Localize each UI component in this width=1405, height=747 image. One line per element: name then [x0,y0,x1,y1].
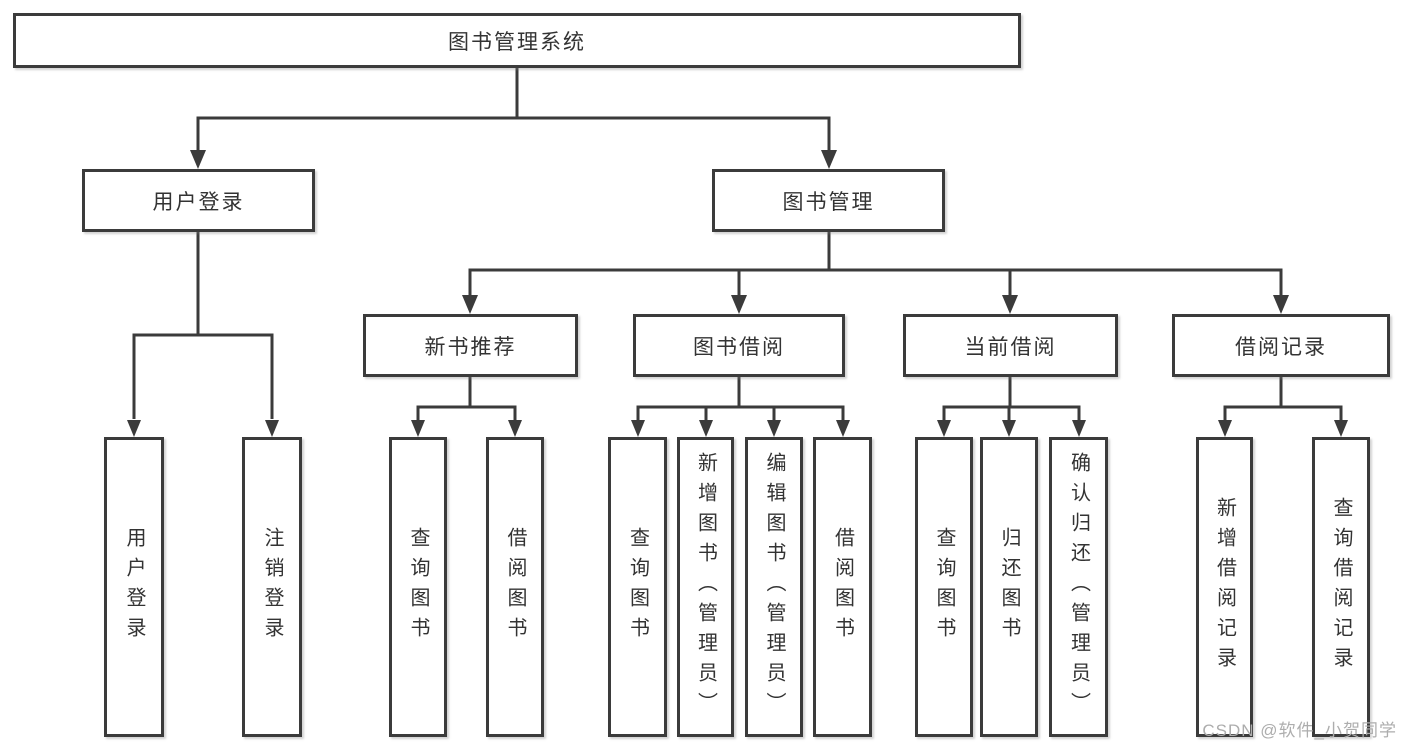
leaf-query-borrow-record: 查询借阅记录 [1312,437,1370,737]
leaf-borrow-books-recommend: 借阅图书 [486,437,544,737]
csdn-watermark: CSDN @软件_小贺同学 [1202,721,1397,740]
node-borrowing-records-label: 借阅记录 [1235,335,1327,359]
node-book-management-label: 图书管理 [782,190,875,214]
node-user-login-label: 用户登录 [152,190,245,214]
leaf-add-borrow-record-label: 新增借阅记录 [1213,497,1236,677]
leaf-borrow-books: 借阅图书 [813,437,872,737]
leaf-query-books-borrowing: 查询图书 [608,437,667,737]
leaf-add-borrow-record: 新增借阅记录 [1196,437,1253,737]
node-new-book-recommend: 新书推荐 [363,314,578,377]
leaf-query-books-current: 查询图书 [915,437,973,737]
node-library-system-label: 图书管理系统 [448,30,586,54]
leaf-return-books-label: 归还图书 [998,527,1020,647]
leaf-borrow-books-recommend-label: 借阅图书 [504,527,526,647]
leaf-add-books-admin-label: 新增图书（管理员） [694,452,717,722]
leaf-confirm-return-admin: 确认归还（管理员） [1049,437,1108,737]
node-user-login: 用户登录 [82,169,315,232]
leaf-add-books-admin: 新增图书（管理员） [677,437,734,737]
leaf-return-books: 归还图书 [980,437,1038,737]
leaf-edit-books-admin: 编辑图书（管理员） [745,437,803,737]
node-new-book-recommend-label: 新书推荐 [424,335,517,359]
leaf-query-borrow-record-label: 查询借阅记录 [1330,497,1352,677]
leaf-borrow-books-label: 借阅图书 [831,527,854,647]
node-current-borrowing: 当前借阅 [903,314,1118,377]
node-book-management: 图书管理 [712,169,945,232]
leaf-logout-label: 注销登录 [261,527,283,647]
node-book-borrowing: 图书借阅 [633,314,845,377]
leaf-query-books-borrowing-label: 查询图书 [626,527,649,647]
leaf-query-books-current-label: 查询图书 [933,527,955,647]
leaf-query-books-recommend-label: 查询图书 [407,527,429,647]
leaf-user-login-label: 用户登录 [123,527,145,647]
leaf-confirm-return-admin-label: 确认归还（管理员） [1067,452,1090,722]
node-borrowing-records: 借阅记录 [1172,314,1390,377]
leaf-query-books-recommend: 查询图书 [389,437,447,737]
node-book-borrowing-label: 图书借阅 [693,335,785,359]
node-current-borrowing-label: 当前借阅 [964,335,1057,359]
leaf-logout: 注销登录 [242,437,302,737]
leaf-edit-books-admin-label: 编辑图书（管理员） [763,452,785,722]
leaf-user-login: 用户登录 [104,437,164,737]
arrowheads [127,150,1348,437]
node-library-system: 图书管理系统 [13,13,1021,68]
